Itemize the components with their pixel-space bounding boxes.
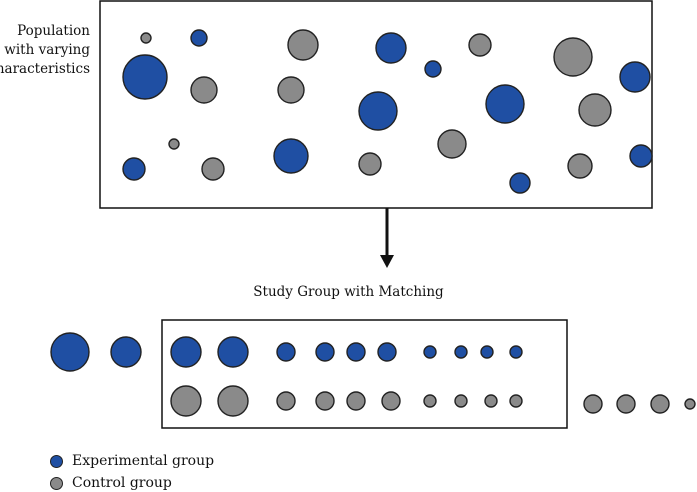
population-label: Population with varying characteristics <box>0 23 90 77</box>
experimental-circle-population-17 <box>273 138 309 174</box>
experimental-circle-study-7 <box>377 342 397 362</box>
experimental-circle-study-8 <box>423 345 437 359</box>
legend-experimental: Experimental group <box>50 452 214 470</box>
control-circle-study-23 <box>616 394 636 414</box>
control-circle-study-24 <box>650 394 670 414</box>
control-circle-study-16 <box>346 391 366 411</box>
experimental-circle-study-1 <box>110 336 142 368</box>
study-group-label: Study Group with Matching <box>253 284 444 300</box>
control-circle-study-15 <box>315 391 335 411</box>
experimental-circle-study-0 <box>50 332 90 372</box>
control-circle-study-19 <box>454 394 468 408</box>
control-circle-population-0 <box>140 32 152 44</box>
control-circle-study-18 <box>423 394 437 408</box>
control-circle-study-22 <box>583 394 603 414</box>
experimental-circle-study-11 <box>509 345 523 359</box>
experimental-legend-marker <box>50 454 63 468</box>
control-circle-study-13 <box>217 385 249 417</box>
experimental-circle-study-2 <box>170 336 202 368</box>
experimental-circle-population-20 <box>509 172 531 194</box>
control-circle-population-13 <box>578 93 612 127</box>
experimental-circle-population-3 <box>375 32 407 64</box>
experimental-circle-population-8 <box>424 60 442 78</box>
experimental-circle-population-1 <box>190 29 208 47</box>
arrow-head <box>380 255 394 268</box>
control-circle-population-5 <box>553 37 593 77</box>
experimental-circle-population-22 <box>629 144 653 168</box>
control-circle-population-4 <box>468 33 492 57</box>
experimental-circle-population-9 <box>619 61 651 93</box>
matching-box <box>161 319 568 429</box>
legend-control-label: Control group <box>72 475 172 491</box>
experimental-circle-population-11 <box>358 91 398 131</box>
population-box <box>99 0 653 209</box>
control-circle-population-10 <box>277 76 305 104</box>
control-circle-population-14 <box>168 138 180 150</box>
experimental-circle-population-12 <box>485 84 525 124</box>
control-circle-study-14 <box>276 391 296 411</box>
experimental-circle-study-5 <box>315 342 335 362</box>
experimental-circle-population-6 <box>122 54 168 100</box>
control-circle-study-20 <box>484 394 498 408</box>
control-circle-population-21 <box>567 153 593 179</box>
experimental-circle-study-4 <box>276 342 296 362</box>
control-circle-population-16 <box>201 157 225 181</box>
control-circle-study-21 <box>509 394 523 408</box>
experimental-circle-study-10 <box>480 345 494 359</box>
experimental-circle-study-9 <box>454 345 468 359</box>
legend-control: Control group <box>50 474 172 492</box>
experimental-circle-population-15 <box>122 157 146 181</box>
experimental-circle-study-6 <box>346 342 366 362</box>
control-circle-study-12 <box>170 385 202 417</box>
control-circle-population-7 <box>190 76 218 104</box>
control-circle-study-25 <box>684 398 696 410</box>
control-circle-population-18 <box>358 152 382 176</box>
legend-experimental-label: Experimental group <box>72 453 215 469</box>
control-circle-study-17 <box>381 391 401 411</box>
control-circle-population-19 <box>437 129 467 159</box>
control-circle-population-2 <box>287 29 319 61</box>
experimental-circle-study-3 <box>217 336 249 368</box>
control-legend-marker <box>50 476 63 490</box>
